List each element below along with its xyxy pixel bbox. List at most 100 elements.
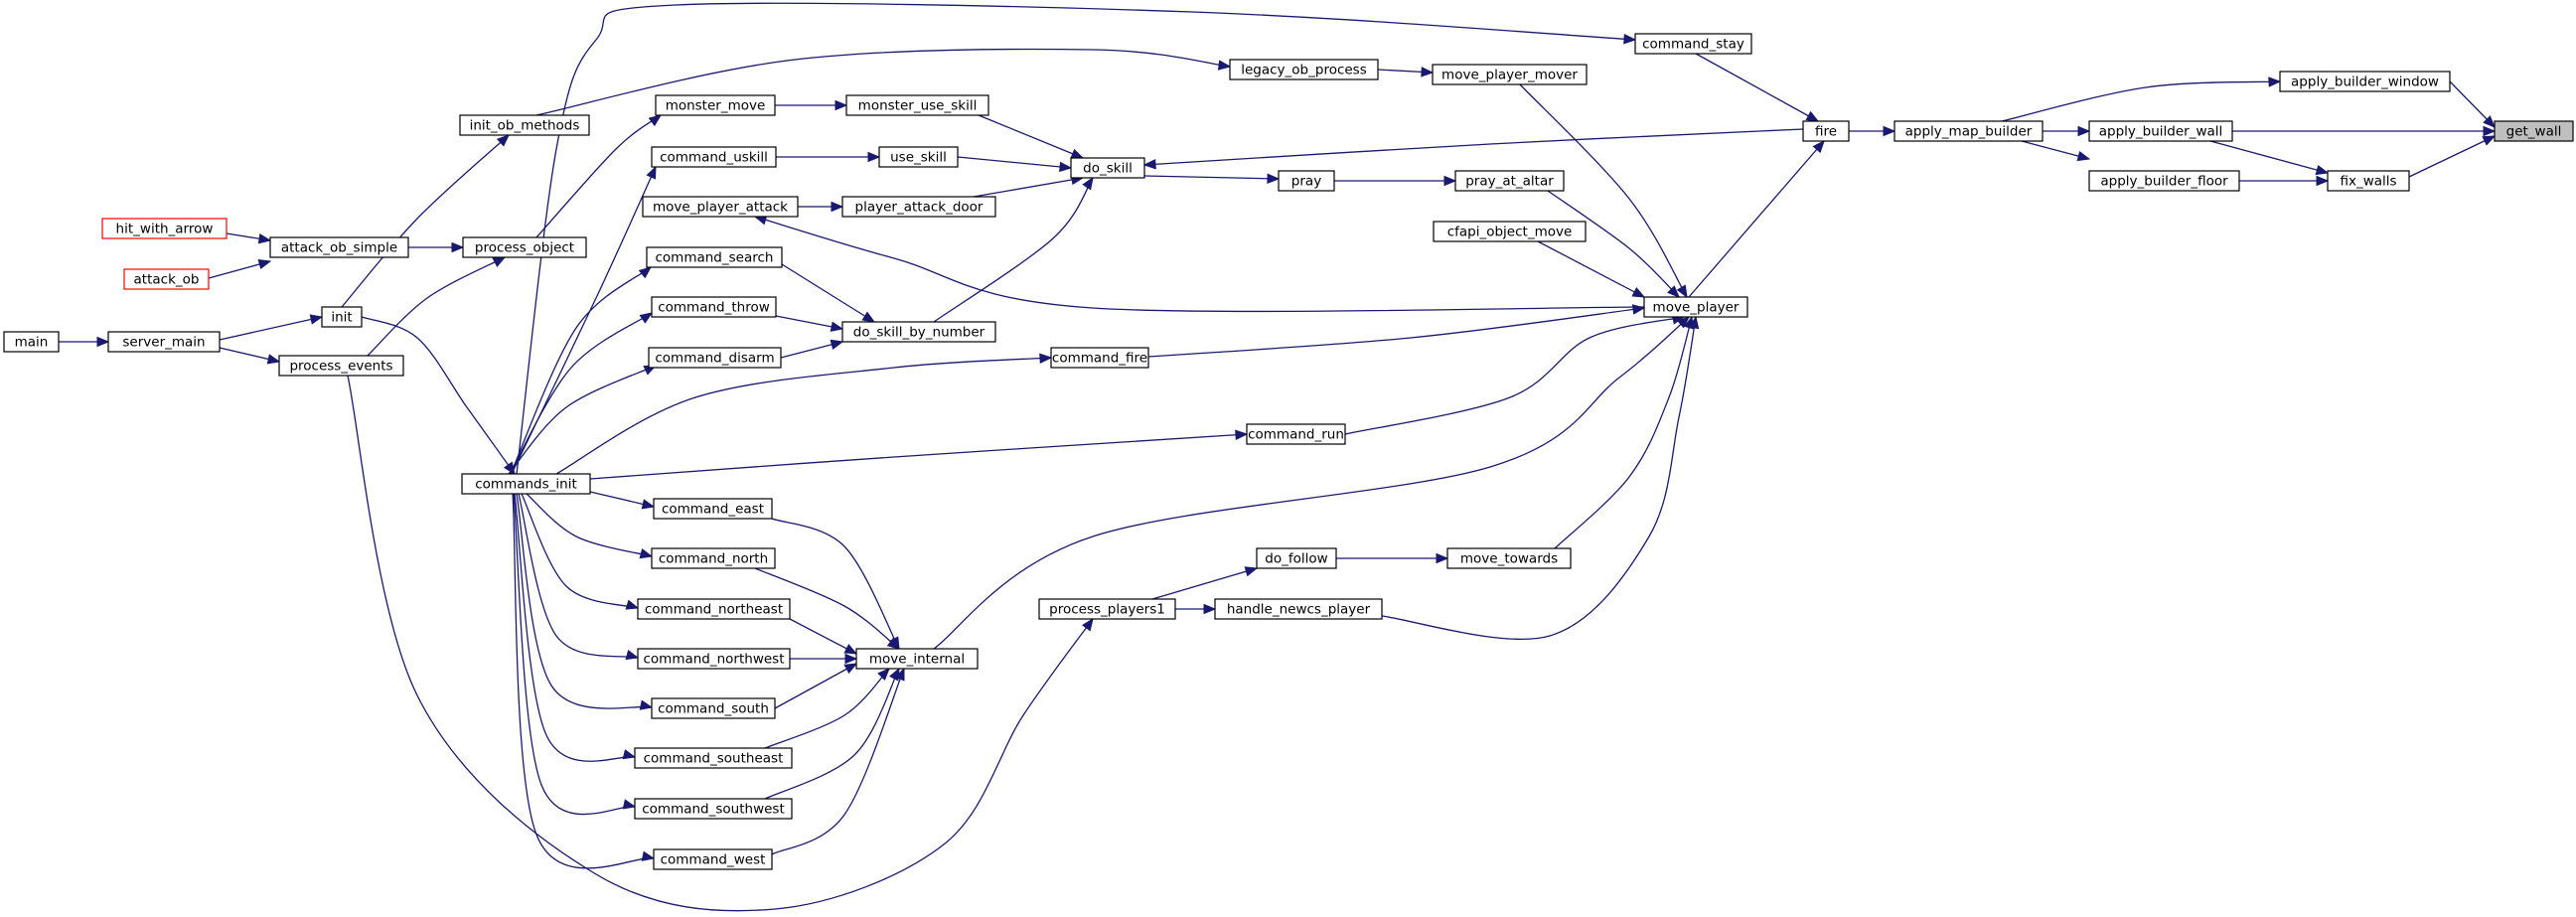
edge-line (513, 493, 636, 816)
node-monster-use-skill[interactable]: monster_use_skill (845, 94, 989, 116)
node-command-throw[interactable]: command_throw (651, 296, 777, 318)
call-edge-commands_init-to-command_north (526, 493, 654, 559)
node-command-south[interactable]: command_south (651, 697, 776, 719)
arrowhead-icon (257, 232, 272, 244)
call-edge-command_southwest-to-move_internal (764, 667, 900, 800)
node-box (107, 331, 221, 353)
arrowhead-icon (638, 266, 653, 279)
node-move-player-attack[interactable]: move_player_attack (642, 196, 799, 218)
edge-line (781, 263, 875, 323)
node-command-north[interactable]: command_north (651, 547, 776, 569)
node-use-skill[interactable]: use_skill (878, 146, 959, 168)
edge-line (1695, 53, 1819, 122)
node-command-west[interactable]: command_west (653, 848, 773, 870)
call-edge-command_west-to-move_internal (771, 667, 905, 855)
arrowhead-icon (861, 311, 876, 323)
node-move-towards[interactable]: move_towards (1446, 547, 1572, 569)
node-legacy-ob-process[interactable]: legacy_ob_process (1229, 59, 1379, 80)
edge-line (771, 518, 900, 650)
node-apply-builder-wall[interactable]: apply_builder_wall (2088, 120, 2233, 142)
arrowhead-icon (1142, 159, 1156, 170)
call-edge-move_internal-to-move_player (933, 316, 1690, 650)
node-label: command_northwest (643, 652, 784, 668)
node-command-stay[interactable]: command_stay (1634, 33, 1752, 55)
node-apply-map-builder[interactable]: apply_map_builder (1894, 120, 2044, 142)
node-command-northeast[interactable]: command_northeast (637, 598, 791, 620)
node-fix-walls[interactable]: fix_walls (2327, 170, 2410, 192)
edge-line (2209, 140, 2329, 174)
edge-line (957, 156, 1072, 169)
node-label: move_player_attack (653, 200, 788, 216)
arrowhead-icon (309, 314, 324, 325)
node-commands-init[interactable]: commands_init (461, 473, 591, 495)
node-process-players1[interactable]: process_players1 (1038, 598, 1176, 620)
node-fire[interactable]: fire (1802, 120, 1850, 142)
edge-line (535, 114, 662, 238)
node-command-uskill[interactable]: command_uskill (651, 146, 777, 168)
node-label: use_skill (890, 150, 947, 166)
node-do-skill-by-number[interactable]: do_skill_by_number (841, 321, 996, 343)
node-command-northwest[interactable]: command_northwest (637, 648, 791, 670)
node-pray[interactable]: pray (1278, 170, 1335, 192)
node-apply-builder-window[interactable]: apply_builder_window (2279, 71, 2451, 92)
call-edge-commands_init-to-command_southeast (514, 493, 637, 762)
call-edge-fire-to-apply_map_builder (1849, 125, 1896, 137)
node-move-player-mover[interactable]: move_player_mover (1432, 64, 1588, 85)
node-do-follow[interactable]: do_follow (1256, 547, 1337, 569)
node-label: apply_builder_wall (2099, 124, 2223, 140)
node-label: command_west (661, 852, 766, 868)
arrowhead-icon (96, 336, 110, 348)
node-hit-with-arrow[interactable]: hit_with_arrow (101, 218, 227, 239)
node-box (462, 236, 587, 258)
node-handle-newcs-player[interactable]: handle_newcs_player (1214, 598, 1383, 620)
node-move-player[interactable]: move_player (1643, 296, 1748, 318)
node-box (321, 306, 363, 328)
node-pray-at-altar[interactable]: pray_at_altar (1454, 170, 1565, 192)
node-label: command_north (659, 551, 768, 567)
arrowhead-icon (2483, 115, 2496, 128)
edge-line (973, 177, 1084, 198)
node-label: process_events (289, 359, 392, 375)
node-player-attack-door[interactable]: player_attack_door (841, 196, 996, 218)
node-init[interactable]: init (321, 306, 363, 328)
arrowhead-icon (639, 547, 654, 559)
node-command-disarm[interactable]: command_disarm (648, 347, 782, 369)
node-attack-ob[interactable]: attack_ob (123, 268, 210, 290)
node-command-east[interactable]: command_east (653, 498, 773, 520)
arrowhead-icon (1267, 173, 1281, 185)
edge-line (508, 365, 657, 475)
node-process-events[interactable]: process_events (278, 355, 404, 377)
call-edge-commands_init-to-command_search (510, 266, 653, 475)
arrowhead-icon (1443, 175, 1457, 187)
node-box (841, 196, 996, 218)
arrowhead-icon (1667, 285, 1680, 298)
node-box (1038, 598, 1176, 620)
call-edge-command_northwest-to-move_internal (790, 653, 858, 665)
node-attack-ob-simple[interactable]: attack_ob_simple (269, 236, 409, 258)
node-server-main[interactable]: server_main (107, 331, 221, 353)
node-apply-builder-floor[interactable]: apply_builder_floor (2088, 170, 2240, 192)
node-monster-move[interactable]: monster_move (655, 94, 776, 116)
arrowhead-icon (1676, 284, 1688, 299)
node-command-southeast[interactable]: command_southeast (634, 747, 793, 769)
node-main[interactable]: main (3, 331, 60, 353)
node-box (1634, 33, 1752, 55)
node-label: cfapi_object_move (1447, 225, 1573, 240)
node-label: init (331, 310, 352, 326)
call-edge-command_disarm-to-do_skill_by_number (780, 339, 844, 359)
node-label: command_northeast (645, 602, 783, 618)
node-command-southwest[interactable]: command_southwest (634, 798, 793, 820)
node-do-skill[interactable]: do_skill (1070, 157, 1145, 179)
node-command-fire[interactable]: command_fire (1050, 347, 1149, 369)
node-command-search[interactable]: command_search (646, 246, 783, 268)
node-cfapi-object-move[interactable]: cfapi_object_move (1433, 221, 1587, 242)
node-move-internal[interactable]: move_internal (855, 648, 979, 670)
call-edge-process_events-to-process_object (367, 256, 507, 357)
node-process-object[interactable]: process_object (462, 236, 587, 258)
arrowhead-icon (1059, 161, 1073, 173)
node-command-run[interactable]: command_run (1246, 423, 1346, 445)
call-edge-do_follow-to-move_towards (1336, 552, 1449, 564)
node-init-ob-methods[interactable]: init_ob_methods (459, 114, 590, 136)
arrowhead-icon (877, 668, 890, 681)
arrowhead-icon (1631, 287, 1646, 298)
